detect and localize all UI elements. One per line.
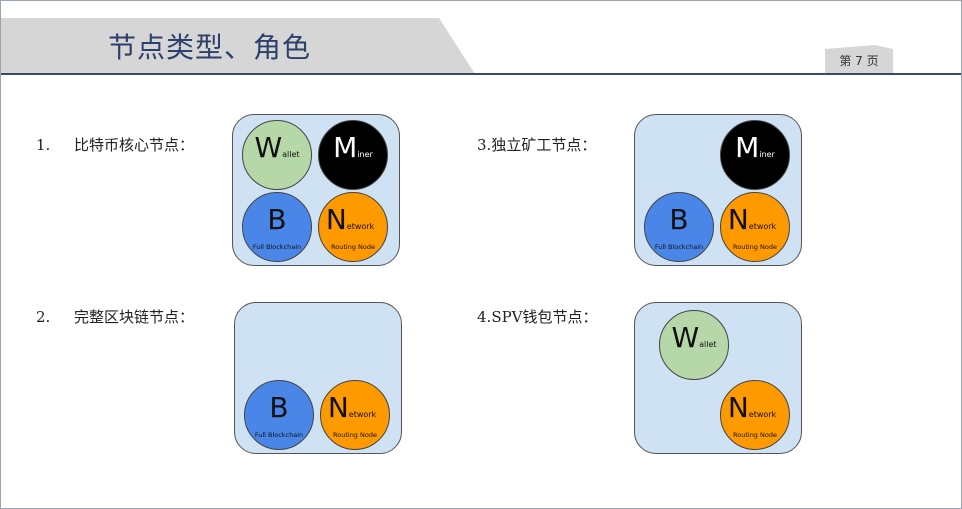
miner-suffix: iner <box>357 150 373 159</box>
network-caption: Routing Node <box>733 243 777 251</box>
full-blockchain-circle: B Full Blockchain <box>244 380 314 450</box>
wallet-circle: Wallet <box>659 310 729 380</box>
full-blockchain-box: B Full Blockchain Network Routing Node <box>234 302 402 454</box>
section-number: 2. <box>36 308 51 326</box>
wallet-circle: Wallet <box>242 120 312 190</box>
network-caption: Routing Node <box>333 431 377 439</box>
header-rule <box>1 73 961 75</box>
core-node-box: Wallet Miner B Full Blockchain Network R… <box>232 114 400 266</box>
miner-suffix: iner <box>759 150 775 159</box>
miner-circle: Miner <box>318 120 388 190</box>
section-label-core: 1. 比特币核心节点： <box>36 134 194 155</box>
network-suffix: etwork <box>748 222 777 231</box>
section-title: 完整区块链节点： <box>74 308 195 326</box>
section-label-miner: 3.独立矿工节点： <box>477 134 596 155</box>
full-blockchain-caption: Full Blockchain <box>252 243 302 251</box>
network-letter: N <box>327 391 349 424</box>
network-caption: Routing Node <box>331 243 375 251</box>
network-letter: N <box>727 391 749 424</box>
wallet-suffix: allet <box>699 340 717 349</box>
wallet-letter: W <box>671 321 700 354</box>
wallet-letter: W <box>254 131 283 164</box>
section-title: 独立矿工节点： <box>491 136 597 154</box>
spv-wallet-box: Wallet Network Routing Node <box>634 302 802 454</box>
miner-letter: M <box>333 131 358 164</box>
network-caption: Routing Node <box>733 431 777 439</box>
full-blockchain-letter: B <box>267 203 287 236</box>
network-letter: N <box>325 203 347 236</box>
page-title: 节点类型、角色 <box>108 31 312 64</box>
network-routing-circle: Network Routing Node <box>320 380 390 450</box>
network-letter: N <box>727 203 749 236</box>
section-label-full: 2. 完整区块链节点： <box>36 306 194 327</box>
section-number: 4. <box>477 308 492 326</box>
wallet-suffix: allet <box>282 150 300 159</box>
section-title: SPV钱包节点： <box>491 308 598 326</box>
network-routing-circle: Network Routing Node <box>720 380 790 450</box>
section-title: 比特币核心节点： <box>74 136 195 154</box>
full-blockchain-caption: Full Blockchain <box>254 431 304 439</box>
full-blockchain-circle: B Full Blockchain <box>644 192 714 262</box>
network-suffix: etwork <box>346 222 375 231</box>
miner-letter: M <box>735 131 760 164</box>
full-blockchain-circle: B Full Blockchain <box>242 192 312 262</box>
network-routing-circle: Network Routing Node <box>318 192 388 262</box>
network-suffix: etwork <box>348 410 377 419</box>
section-label-spv: 4.SPV钱包节点： <box>477 306 598 327</box>
section-number: 1. <box>36 136 51 154</box>
full-blockchain-letter: B <box>669 203 689 236</box>
network-suffix: etwork <box>748 410 777 419</box>
page-number-badge: 第 7 页 <box>825 45 893 73</box>
solo-miner-box: Miner B Full Blockchain Network Routing … <box>634 114 802 266</box>
full-blockchain-letter: B <box>269 391 289 424</box>
full-blockchain-caption: Full Blockchain <box>654 243 704 251</box>
miner-circle: Miner <box>720 120 790 190</box>
title-banner <box>1 18 475 74</box>
network-routing-circle: Network Routing Node <box>720 192 790 262</box>
section-number: 3. <box>477 136 492 154</box>
